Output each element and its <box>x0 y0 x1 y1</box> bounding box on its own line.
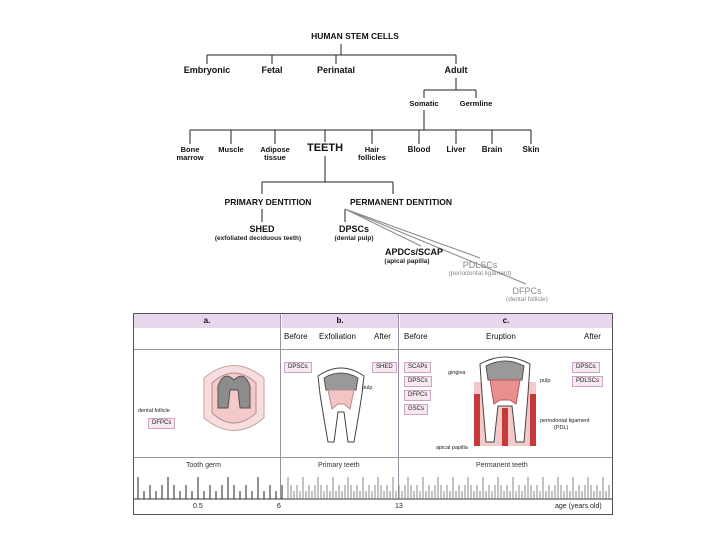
tag-b-dpscs: DPSCs <box>284 362 312 373</box>
c-before-label: Before <box>404 332 428 341</box>
c-pulp-label: pulp <box>540 378 551 384</box>
axis-tick-6: 6 <box>277 503 281 510</box>
node-hair-follicles: Hair follicles <box>358 146 386 161</box>
node-hair-line1: Hair <box>364 145 380 154</box>
tag-a-dfpcs: DFPCs <box>148 418 176 429</box>
panel-c-header: c. <box>400 314 612 328</box>
stage-divider <box>134 457 612 458</box>
tag-c-dfpcs: DFPCs <box>404 390 432 401</box>
node-dfpcs-desc: (dental follicle) <box>506 296 548 303</box>
node-pdlscs-desc: (periodontal ligament) <box>448 270 512 277</box>
node-adipose-tissue: Adipose tissue <box>260 146 290 161</box>
node-bone-marrow-line2: marrow <box>176 152 204 162</box>
node-liver: Liver <box>446 145 466 154</box>
panel-b-header: b. <box>282 314 398 328</box>
node-perinatal: Perinatal <box>316 65 356 75</box>
b-before-label: Before <box>284 332 308 341</box>
node-dfpcs: DFPCs <box>512 286 542 296</box>
node-apdcs-scap: APDCs/SCAP <box>384 247 444 257</box>
b-pulp-label: pulp <box>362 385 373 391</box>
tag-c-dpscs: DPSCs <box>404 376 432 387</box>
node-embryonic: Embryonic <box>183 65 231 75</box>
b-after-label: After <box>374 332 391 341</box>
node-permanent-dentition: PERMANENT DENTITION <box>350 197 452 207</box>
axis-tick-0-5: 0.5 <box>193 503 203 510</box>
node-dpscs-desc: (dental pulp) <box>334 235 374 242</box>
node-apdcs-desc: (apical papilla) <box>384 258 430 265</box>
tree-root: HUMAN STEM CELLS <box>311 31 399 41</box>
stem-cell-tree: HUMAN STEM CELLS Embryonic Fetal Perinat… <box>176 31 548 303</box>
primary-tooth-illustration <box>317 367 365 443</box>
node-germline: Germline <box>459 99 493 108</box>
node-muscle: Muscle <box>218 145 244 154</box>
node-adult: Adult <box>444 65 468 75</box>
node-hair-line2: follicles <box>358 152 386 162</box>
divider-a-b <box>280 314 281 499</box>
tag-c-after-pdlscs: PDLSCs <box>572 376 604 387</box>
tree-connector-lines <box>189 44 532 285</box>
stage-permanent-teeth: Permanent teeth <box>476 462 528 469</box>
permanent-tooth-illustration <box>474 356 536 446</box>
tag-c-scaps: SCAPs <box>404 362 432 373</box>
node-pdlscs: PDLSCs <box>462 260 498 270</box>
node-teeth: TEETH <box>306 142 344 154</box>
node-adipose-line1: Adipose <box>260 145 290 154</box>
divider-b-c <box>398 314 399 499</box>
age-timeline <box>134 477 612 500</box>
c-eruption-label: Eruption <box>486 332 516 341</box>
node-dpscs: DPSCs <box>338 224 370 234</box>
node-somatic: Somatic <box>409 99 439 108</box>
node-adipose-line2: tissue <box>264 152 286 162</box>
tooth-germ-illustration <box>203 365 265 431</box>
header-underline <box>134 349 612 350</box>
axis-label: age (years old) <box>555 503 602 510</box>
node-bone-marrow-line1: Bone <box>180 145 200 154</box>
tag-c-after-dpscs: DPSCs <box>572 362 600 373</box>
node-shed-desc: (exfoliated deciduous teeth) <box>214 235 302 242</box>
axis-tick-13: 13 <box>395 503 403 510</box>
node-skin: Skin <box>522 145 540 154</box>
tooth-development-figure: a. b. c. Before Exfoliation After Before… <box>133 313 613 515</box>
c-apical-papilla-label: apical papilla <box>436 445 468 451</box>
tag-b-shed: SHED <box>372 362 397 373</box>
stage-tooth-germ: Tooth germ <box>186 462 222 469</box>
node-blood: Blood <box>407 145 431 154</box>
stage-primary-teeth: Primary teeth <box>318 462 360 469</box>
node-bone-marrow: Bone marrow <box>176 146 203 161</box>
tag-c-gscs: GSCs <box>404 404 429 415</box>
c-after-label: After <box>584 332 601 341</box>
c-pdl-abbr-label: (PDL) <box>554 425 569 431</box>
node-brain: Brain <box>481 145 503 154</box>
panel-a-header: a. <box>134 314 280 328</box>
c-gingiva-label: gingiva <box>448 370 466 376</box>
node-primary-dentition: PRIMARY DENTITION <box>224 197 312 207</box>
c-pdl-label: periodontal ligament <box>540 418 590 424</box>
dental-follicle-label: dental follicle <box>138 408 170 414</box>
node-fetal: Fetal <box>261 65 283 75</box>
b-exfoliation-label: Exfoliation <box>319 332 356 341</box>
node-shed: SHED <box>249 224 275 234</box>
